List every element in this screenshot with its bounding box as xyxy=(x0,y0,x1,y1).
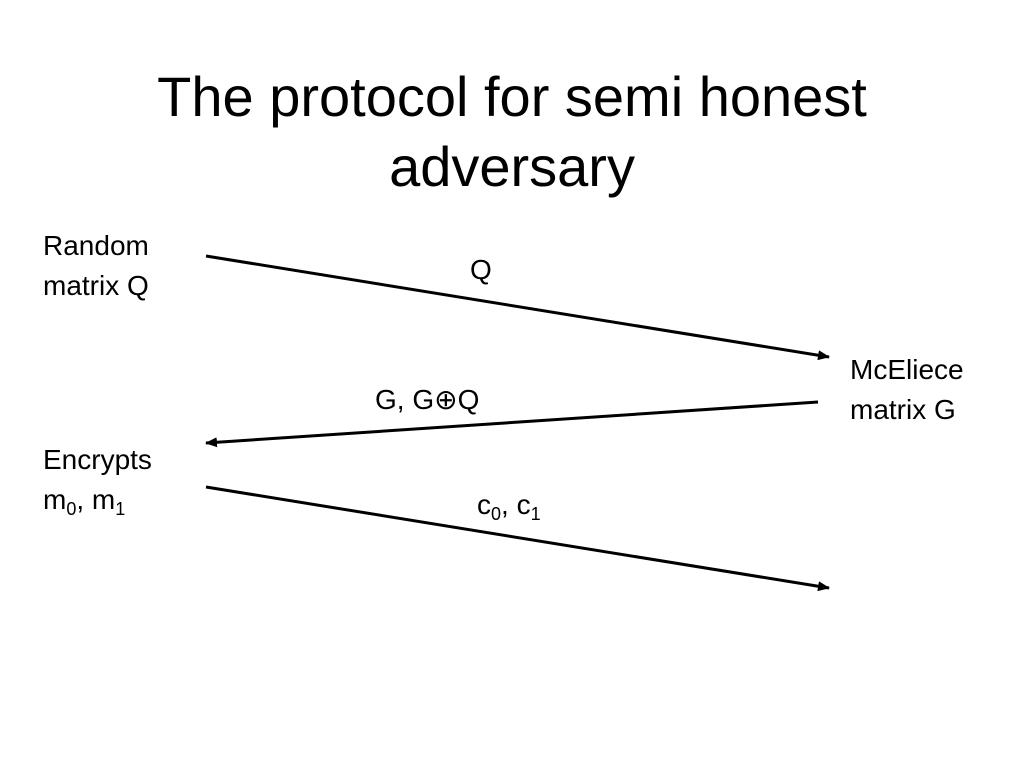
message-c-label: c0, c1 xyxy=(477,488,541,524)
encrypts-line-1: Encrypts xyxy=(43,444,152,475)
arrow-g-to-left xyxy=(205,400,819,448)
arrow-c-to-right xyxy=(205,485,830,592)
message-q-text: Q xyxy=(470,254,492,285)
m-symbol: m xyxy=(43,484,67,515)
xor-symbol: ⊕ xyxy=(434,384,458,415)
c-separator: , c xyxy=(501,489,531,520)
title-line-1: The protocol for semi honest xyxy=(157,65,867,128)
message-g-suffix: Q xyxy=(457,384,480,415)
right-label-line-1: McEliece xyxy=(850,354,964,385)
left-label-line-2: matrix Q xyxy=(43,270,149,301)
message-q-label: Q xyxy=(470,253,492,287)
right-label-line-2: matrix G xyxy=(850,394,956,425)
c-sub-1: 1 xyxy=(530,504,541,524)
c-symbol: c xyxy=(477,489,491,520)
encrypts-line-2: m0, m1 xyxy=(43,480,152,520)
right-label-mceliece: McEliece matrix G xyxy=(850,350,964,430)
m-separator: , m xyxy=(76,484,116,515)
message-g-label: G, G⊕Q xyxy=(375,383,479,417)
m-sub-0: 0 xyxy=(66,499,77,519)
left-label-random-matrix: Random matrix Q xyxy=(43,226,149,306)
left-label-encrypts: Encrypts m0, m1 xyxy=(43,440,152,520)
message-g-prefix: G, G xyxy=(375,384,435,415)
arrow-q-to-right xyxy=(205,254,830,361)
m-sub-1: 1 xyxy=(115,499,126,519)
left-label-line-1: Random xyxy=(43,230,149,261)
c-sub-0: 0 xyxy=(491,504,502,524)
title-line-2: adversary xyxy=(389,135,635,198)
slide-title: The protocol for semi honest adversary xyxy=(0,62,1024,202)
